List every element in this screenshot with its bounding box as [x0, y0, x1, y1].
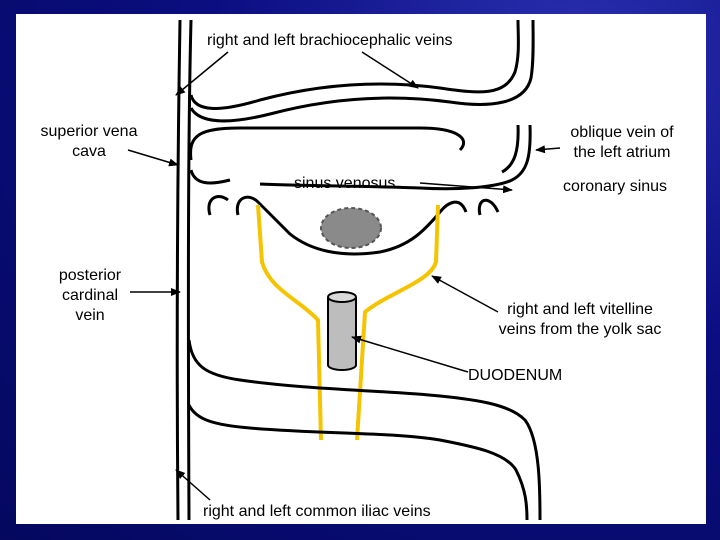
- arrow-svc: [127, 149, 179, 167]
- arrow-duodenum: [351, 335, 469, 373]
- duodenum-cylinder: [327, 291, 357, 371]
- label-duodenum: DUODENUM: [468, 367, 563, 384]
- label-vitelline-line2: veins from the yolk sac: [498, 321, 662, 338]
- label-svc-line2: cava: [72, 143, 106, 160]
- annotation-arrows: [127, 51, 561, 501]
- label-sinus-venosus: sinus venosus: [294, 175, 396, 192]
- arrow-brachiocephalic-left: [175, 51, 229, 96]
- cardinal-vein: [175, 19, 193, 521]
- label-posterior-cardinal-vein: posterior cardinal vein: [40, 266, 140, 326]
- label-oblique-line1: oblique vein of: [570, 124, 674, 141]
- label-brachiocephalic: right and left brachiocephalic veins: [207, 32, 453, 49]
- yolk-mass: [320, 207, 382, 249]
- vitelline-veins: [256, 204, 440, 441]
- arrow-sinus-venosus: [419, 182, 513, 194]
- label-svc-line1: superior vena: [40, 123, 138, 140]
- diagram-panel: [16, 14, 706, 524]
- arrow-oblique: [535, 145, 561, 154]
- arrow-brachiocephalic-right: [361, 51, 419, 89]
- label-coronary-sinus: coronary sinus: [563, 178, 668, 195]
- label-superior-vena-cava: superior vena cava: [30, 122, 148, 162]
- label-posterior-line1: posterior: [58, 267, 122, 284]
- sinus-venosus-outline: [207, 195, 500, 256]
- arrow-vitelline: [431, 275, 499, 313]
- label-oblique-vein: oblique vein of the left atrium: [562, 123, 682, 163]
- label-posterior-line3: vein: [75, 307, 105, 324]
- label-common-iliac-veins: right and left common iliac veins: [203, 503, 431, 520]
- iliac-veins: [187, 339, 542, 521]
- label-vitelline-veins: right and left vitelline veins from the …: [480, 300, 680, 340]
- label-posterior-line2: cardinal: [61, 287, 119, 304]
- venous-system-diagram: [127, 19, 561, 521]
- label-vitelline-line1: right and left vitelline: [507, 301, 653, 318]
- arrow-iliac: [175, 469, 211, 501]
- label-oblique-line2: the left atrium: [573, 144, 671, 161]
- atrium-outline: [189, 124, 532, 191]
